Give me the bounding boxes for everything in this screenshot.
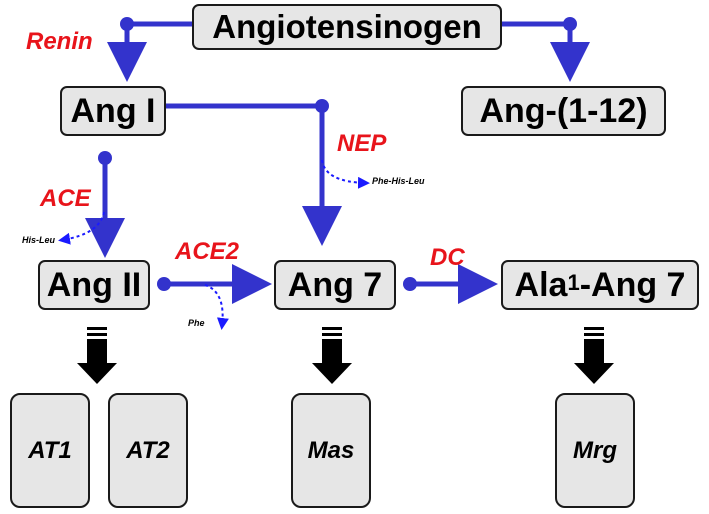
ang7-node: Ang 7 <box>274 260 396 310</box>
ala1-ang7-receptor-arrow <box>574 327 614 384</box>
ang7-receptor-arrow <box>312 327 352 384</box>
nep-label: NEP <box>337 130 387 157</box>
ace-label: ACE <box>40 185 91 212</box>
at2-receptor: AT2 <box>108 393 188 508</box>
mrg-receptor: Mrg <box>555 393 635 508</box>
ace-arrow <box>58 151 125 258</box>
ang1-node: Ang I <box>60 86 166 136</box>
at1-receptor: AT1 <box>10 393 90 508</box>
ace2-label: ACE2 <box>175 238 240 265</box>
ala1-ang7-suffix: -Ang 7 <box>579 265 686 304</box>
nep-arrow <box>166 99 370 246</box>
renin-label: Renin <box>26 28 93 55</box>
phe-his-leu-label: Phe-His-Leu <box>372 176 425 186</box>
ang2-node: Ang II <box>38 260 150 310</box>
ang1-12-arrow <box>502 17 590 82</box>
ace2-arrow <box>157 264 272 330</box>
phe-label: Phe <box>188 318 205 328</box>
dc-arrow <box>403 264 498 304</box>
mas-receptor: Mas <box>291 393 371 508</box>
angiotensinogen-node: Angiotensinogen <box>192 4 502 50</box>
his-leu-label: His-Leu <box>22 235 56 245</box>
ang2-receptor-arrow <box>77 327 117 384</box>
dc-label: DC <box>430 244 465 271</box>
ang1-12-node: Ang-(1-12) <box>461 86 666 136</box>
renin-arrow <box>107 17 192 82</box>
ala1-ang7-prefix: Ala <box>514 265 568 304</box>
